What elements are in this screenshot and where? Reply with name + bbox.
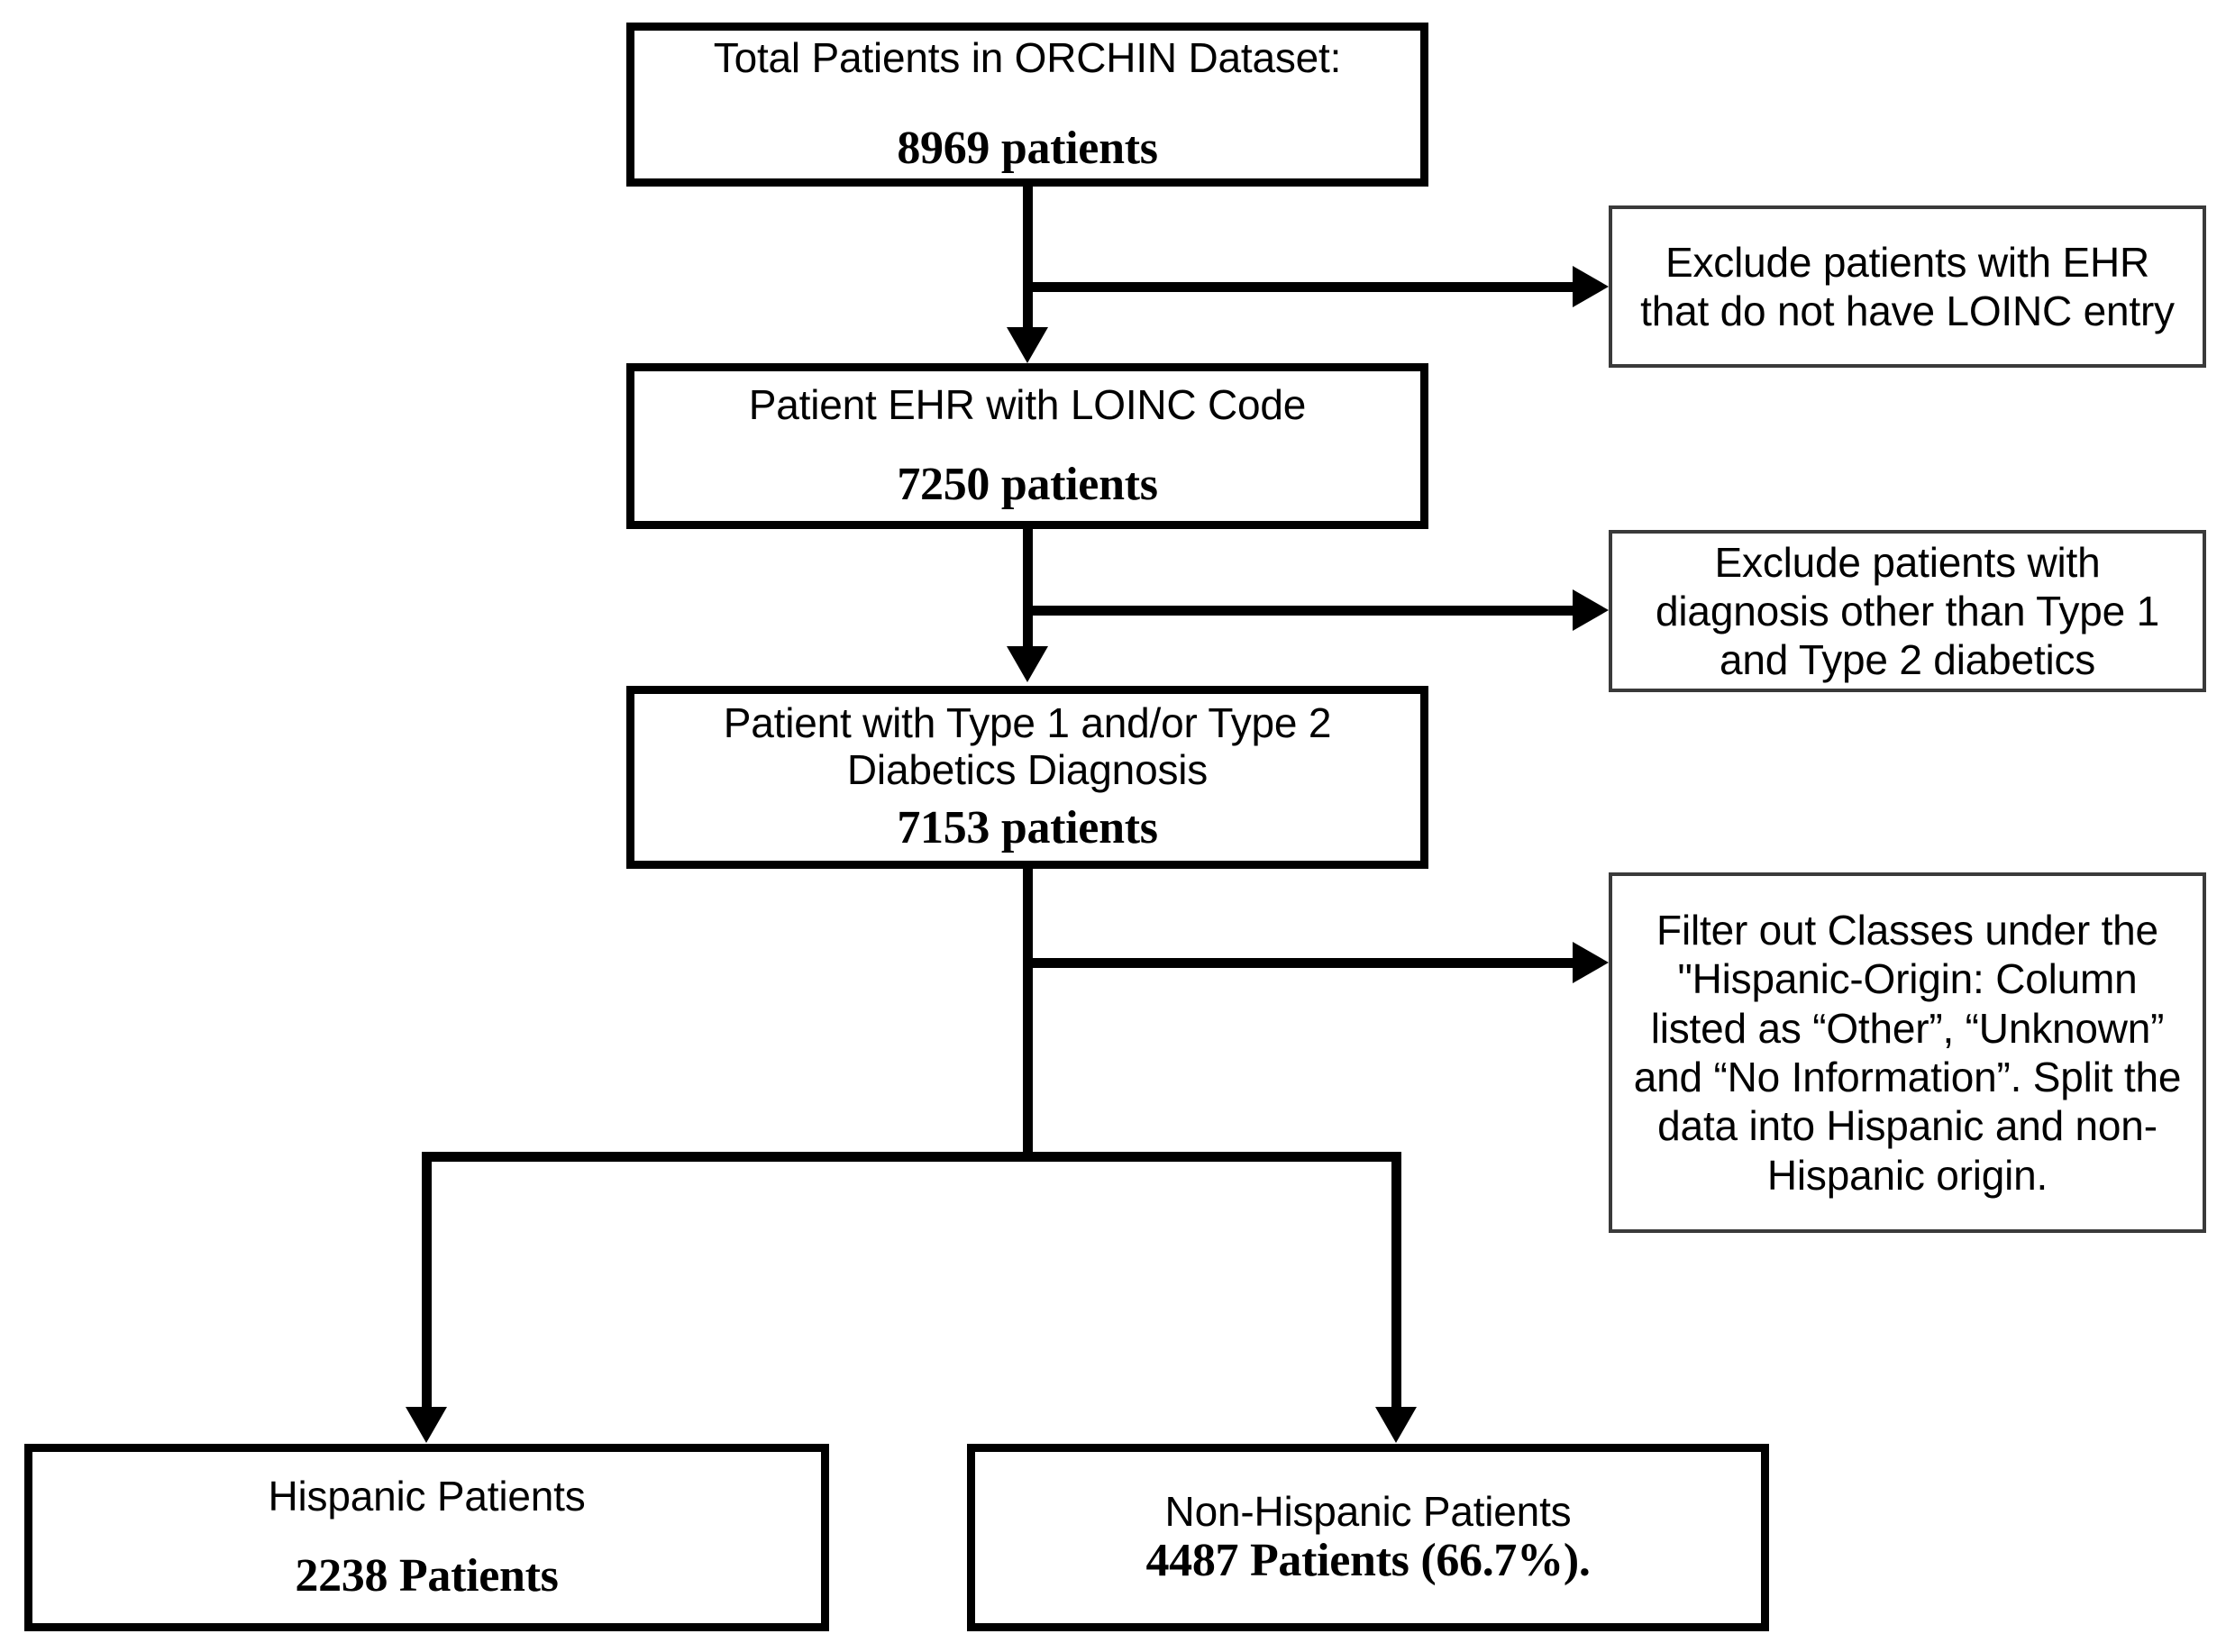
connector-total-to-loinc	[1023, 187, 1033, 327]
connector-split-right-drop	[1391, 1152, 1401, 1407]
arrow-into-diabetes-node	[1007, 646, 1048, 682]
connector-diabetes-to-split	[1023, 869, 1033, 1162]
arrow-into-hispanic-node	[406, 1407, 447, 1443]
connector-branch-exclude-diagnosis	[1023, 606, 1582, 616]
node-total-patients-count: 8969 patients	[897, 123, 1158, 175]
node-diabetes-patients-label: Patient with Type 1 and/or Type 2 Diabet…	[723, 699, 1332, 793]
connector-loinc-to-diabetes	[1023, 529, 1033, 646]
node-diabetes-patients: Patient with Type 1 and/or Type 2 Diabet…	[626, 686, 1428, 869]
node-non-hispanic-patients: Non-Hispanic Patients 4487 Patients (66.…	[967, 1444, 1769, 1631]
annotation-filter-hispanic-origin-text: Filter out Classes under the "Hispanic-O…	[1633, 907, 2182, 1199]
arrow-into-non-hispanic-node	[1375, 1407, 1417, 1443]
node-loinc-patients-count: 7250 patients	[897, 459, 1158, 511]
node-total-patients: Total Patients in ORCHIN Dataset: 8969 p…	[626, 23, 1428, 187]
node-loinc-patients-label: Patient EHR with LOINC Code	[748, 380, 1307, 428]
node-non-hispanic-patients-count: 4487 Patients (66.7%).	[1145, 1535, 1591, 1587]
node-non-hispanic-patients-label: Non-Hispanic Patients	[1164, 1487, 1572, 1535]
annotation-exclude-loinc: Exclude patients with EHR that do not ha…	[1609, 205, 2206, 368]
arrow-into-filter-hispanic-annotation	[1573, 942, 1609, 983]
connector-split-left-drop	[422, 1152, 432, 1407]
arrow-into-exclude-loinc-annotation	[1573, 266, 1609, 307]
node-loinc-patients: Patient EHR with LOINC Code 7250 patient…	[626, 363, 1428, 529]
connector-branch-exclude-loinc	[1023, 282, 1582, 292]
node-hispanic-patients-label: Hispanic Patients	[268, 1472, 586, 1520]
connector-split-bar	[422, 1152, 1401, 1162]
arrow-into-exclude-diagnosis-annotation	[1573, 589, 1609, 631]
arrow-into-loinc-node	[1007, 327, 1048, 363]
node-total-patients-label: Total Patients in ORCHIN Dataset:	[713, 33, 1342, 81]
connector-branch-filter-hispanic	[1023, 958, 1582, 968]
node-diabetes-patients-count: 7153 patients	[897, 802, 1158, 854]
node-hispanic-patients-count: 2238 Patients	[295, 1550, 559, 1602]
annotation-filter-hispanic-origin: Filter out Classes under the "Hispanic-O…	[1609, 872, 2206, 1233]
annotation-exclude-loinc-text: Exclude patients with EHR that do not ha…	[1640, 238, 2175, 334]
annotation-exclude-diagnosis-text: Exclude patients with diagnosis other th…	[1656, 538, 2159, 684]
annotation-exclude-diagnosis: Exclude patients with diagnosis other th…	[1609, 530, 2206, 692]
node-hispanic-patients: Hispanic Patients 2238 Patients	[24, 1444, 829, 1631]
